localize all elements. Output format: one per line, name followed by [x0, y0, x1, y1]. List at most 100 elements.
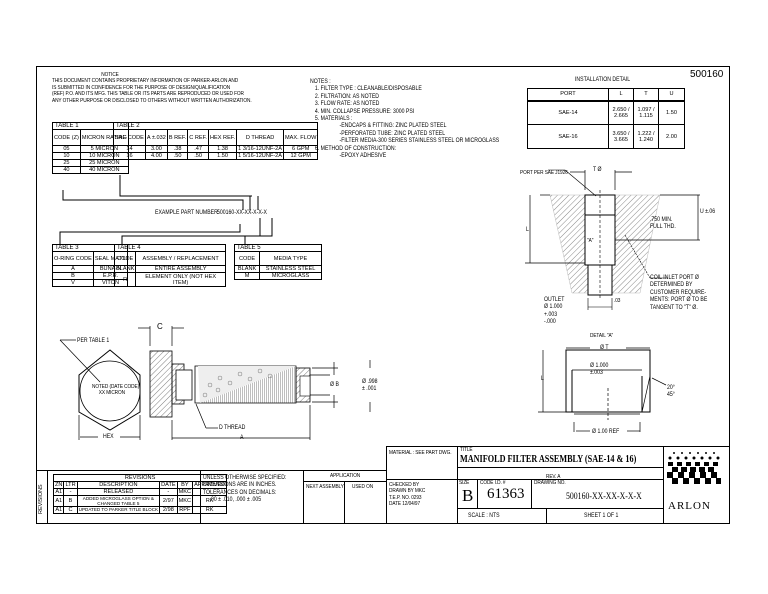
next-assembly-cell	[303, 481, 345, 524]
arlon-logo-icon	[667, 452, 721, 484]
example-part-number-value: 500160-XX-XX-X-X-X	[217, 209, 267, 216]
drawing-number-label: DRAWING NO.	[534, 480, 566, 486]
revisions-header: DESCRIPTION	[76, 481, 161, 489]
u-label: U ±.06	[700, 208, 716, 215]
checked-by: CHECKED BY	[389, 482, 420, 488]
table-cell: RELEASED	[76, 488, 161, 496]
drawing-number-corner: 500160	[690, 69, 724, 80]
notice-block: NOTICE THIS DOCUMENT CONTAINS PROPRIETAR…	[52, 72, 252, 104]
title-label: TITLE	[460, 447, 473, 453]
note-item: 4. MIN. COLLAPSE PRESSURE: 3000 PSI	[314, 107, 415, 115]
table-cell: RK	[192, 495, 228, 507]
revisions-header: DATE	[159, 481, 178, 489]
table-cell: MKC	[176, 488, 194, 496]
tolerance-text: UNLESS OTHERWISE SPECIFIED: DIMENSIONS A…	[203, 474, 305, 504]
detail-a-angle: 20° 45°	[667, 384, 677, 399]
sheet-label: SHEET 1 OF 1	[584, 512, 619, 519]
notes-block: NOTES : 1. FILTER TYPE : CLEANABLE/DISPO…	[310, 78, 520, 159]
note-item: 5. MATERIALS :	[314, 115, 353, 123]
detail-ref-label: "A"	[587, 238, 594, 244]
table-cell: MICROGLASS	[259, 272, 322, 280]
table-cell: -	[63, 488, 78, 496]
detail-a-angle-line: 45°	[667, 391, 675, 399]
table-cell: ADDED MICROGLASS OPTION & CHANGED TABLE …	[76, 495, 161, 507]
table-cell: 40 MICRON	[79, 166, 129, 174]
scale-label: SCALE : NTS	[468, 512, 500, 519]
notice-line: THIS DOCUMENT CONTAINS PROPRIETARY INFOR…	[52, 78, 239, 85]
table-cell: M	[233, 272, 261, 280]
hex-marking-line: XX MICRON	[98, 390, 125, 397]
tolerance-line: .00 ± .010, .000 ± .005	[209, 496, 262, 504]
table-cell: SAE-16	[527, 124, 609, 149]
table-cell: -	[192, 488, 228, 496]
table-cell: RPF	[176, 506, 194, 514]
detail-a-angle-line: 20°	[667, 384, 675, 391]
diameter-tolerance-line: Ø .998	[362, 378, 378, 385]
tolerance-line: UNLESS OTHERWISE SPECIFIED:	[203, 474, 287, 481]
notes-title: NOTES :	[310, 78, 331, 85]
company-name: ARLON	[668, 500, 711, 512]
note-item: -ENDCAPS & FITTING: ZINC PLATED STEEL	[339, 122, 447, 130]
application-title: APPLICATION	[330, 473, 361, 479]
size-label: SIZE	[459, 480, 470, 486]
revisions-side-label: REVISIONS	[38, 484, 44, 514]
application-header	[303, 470, 387, 482]
diameter-tolerance: Ø .998 ± .001	[362, 378, 381, 393]
notice-title: NOTICE	[101, 72, 119, 78]
code-value: 61363	[487, 486, 525, 502]
c-dimension-label: C	[157, 322, 163, 331]
outlet-dimension: OUTLET Ø 1.000 +.003 -.000	[544, 296, 569, 326]
note-item: -FILTER MEDIA-300 SERIES STAINLESS STEEL…	[339, 137, 500, 145]
table-cell: MKC	[176, 495, 194, 507]
table-cell: 3.650 / 3.665	[608, 124, 634, 149]
revisions-title: REVISIONS	[52, 474, 228, 482]
notice-line: ANY OTHER PURPOSE OR DISCLOSED TO OTHERS…	[52, 97, 252, 104]
inlet-note-line: CUSTOMER REQUIRE-	[650, 288, 707, 296]
revisions-side-cell	[36, 470, 48, 524]
note-item: -PERFORATED TUBE: ZINC PLATED STEEL	[339, 129, 446, 137]
port-per-label: PORT PER SAE J1926	[520, 170, 568, 176]
rev-label: REV. A	[546, 474, 561, 480]
detail-a-dia-line: Ø 1.000	[590, 362, 609, 369]
next-assembly-label: NEXT ASSEMBLY	[306, 484, 344, 490]
drawing-number-value: 500160-XX-XX-X-X-X	[566, 492, 642, 502]
table-cell: B	[63, 495, 78, 507]
notice-line: IS SUBMITTED IN CONFIDENCE FOR THE PURPO…	[52, 84, 231, 91]
outlet-line: -.000	[544, 318, 556, 326]
tolerance-line: DIMENSIONS ARE IN INCHES.	[203, 481, 277, 489]
detail-a-diameter: Ø 1.000 ±.003	[590, 362, 612, 377]
table-cell: 2/97	[159, 495, 178, 507]
table-cell: 2/98	[159, 506, 178, 514]
detail-a-title: DETAIL "A"	[590, 333, 614, 339]
revisions-header: APPROVED	[192, 481, 228, 489]
thread-depth-label: .750 MIN. FULL THD.	[650, 216, 676, 231]
table-cell: A1	[52, 488, 65, 496]
table-cell: 16	[113, 152, 146, 160]
revisions-header: LTR	[63, 481, 78, 489]
notice-line: (REF) P.O. AND ITS MFG. THIS TABLE OR IT…	[52, 91, 244, 98]
outlet-line: Ø 1.000	[544, 303, 563, 311]
a-dimension-label: A	[240, 434, 244, 441]
outlet-line: OUTLET	[544, 296, 565, 303]
table-cell: RK	[192, 506, 228, 514]
t-dia-label: T Ø	[593, 166, 602, 173]
tep-number: T.E.P. NO. 0293	[389, 494, 422, 501]
used-on-label: USED ON	[352, 484, 374, 490]
db-dimension-label: Ø B	[330, 381, 339, 388]
table-cell: UPDATED TO PARKER TITLE BLOCK	[76, 506, 161, 514]
table-cell: ELEMENT ONLY (NOT HEX ITEM)	[135, 272, 226, 287]
table-cell: 1.50	[658, 100, 685, 125]
diameter-tolerance-line: ± .001	[362, 385, 377, 393]
detail-a-dia-line: ±.003	[590, 369, 603, 377]
inlet-note-line: DETERMINED BY	[650, 281, 693, 289]
detail-a-ref-label: Ø 1.00 REF	[592, 428, 620, 435]
inlet-note-line: COIL INLET PORT Ø	[650, 274, 699, 281]
inlet-note-line: TANGENT TO "T" Ø.	[650, 303, 698, 311]
note-item: 6. METHOD OF CONSTRUCTION:	[314, 144, 397, 152]
outlet-line: +.003	[544, 310, 558, 318]
note-item: 3. FLOW RATE: AS NOTED	[314, 100, 380, 108]
detail-a-t-label: Ø T	[600, 344, 609, 351]
